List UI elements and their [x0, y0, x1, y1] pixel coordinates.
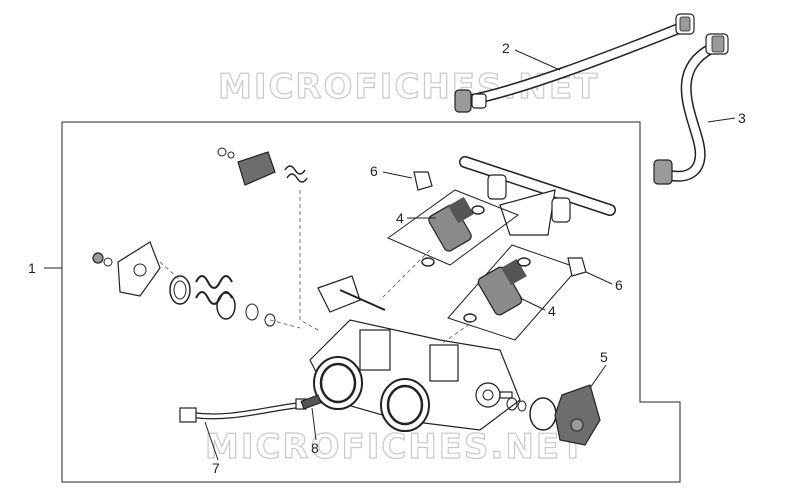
callout-1: 1: [28, 260, 36, 276]
callout-4-lower: 4: [548, 303, 556, 319]
return-spring-set: [169, 275, 276, 327]
throttle-linkage-parts: [217, 147, 308, 186]
assembly-frame: [61, 121, 681, 483]
callout-6-upper: 6: [370, 163, 378, 179]
fuel-hose-3: [653, 33, 729, 185]
fuel-injector-upper: [421, 196, 485, 267]
callout-8: 8: [311, 440, 319, 456]
fuel-rail: [459, 156, 616, 236]
throttle-lever-plate: [92, 241, 161, 297]
callout-2: 2: [502, 40, 510, 56]
callout-3: 3: [738, 110, 746, 126]
assembly-guide-lines: [159, 190, 476, 346]
callout-6-lower: 6: [615, 277, 623, 293]
linkage-bracket: [317, 275, 386, 313]
watermark-top: MICROFICHES.NET: [218, 67, 599, 107]
vacuum-hose: [179, 398, 307, 423]
leader-lines: [44, 49, 736, 461]
throttle-body: [309, 319, 521, 432]
watermark-bottom: MICROFICHES.NET: [205, 427, 586, 467]
retaining-clip-lower: [567, 257, 587, 277]
callout-4-upper: 4: [396, 210, 404, 226]
injector-box-upper: [386, 189, 520, 266]
retaining-clip-upper: [413, 171, 433, 191]
hose-fitting: [300, 394, 322, 410]
fuel-hose-2: [454, 13, 695, 113]
callout-5: 5: [600, 349, 608, 365]
fuel-injector-lower: [463, 257, 531, 323]
callout-7: 7: [212, 460, 220, 476]
throttle-position-sensor: [506, 384, 601, 446]
